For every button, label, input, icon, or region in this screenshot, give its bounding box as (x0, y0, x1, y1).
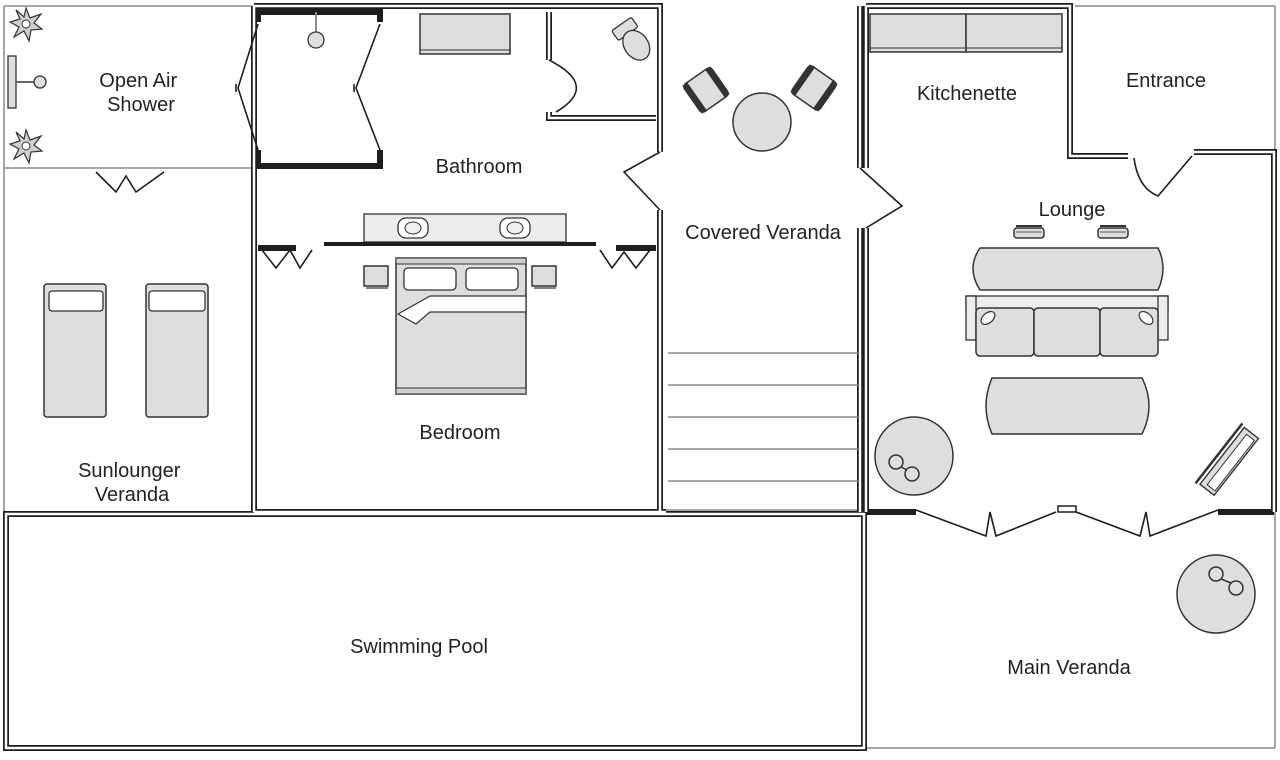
shower-icon (7, 55, 47, 109)
room-label-sunlounger-veranda: Sunlounger Veranda (78, 460, 186, 506)
chair-icon (682, 66, 730, 114)
room-label-covered-veranda: Covered Veranda (685, 222, 842, 244)
doors (95, 23, 1219, 538)
room-label-main-veranda: Main Veranda (1007, 657, 1131, 679)
wall-inner-lines (4, 4, 1276, 750)
table-icon (732, 92, 792, 152)
bathroom-cabinet (419, 13, 511, 55)
sink-icon (397, 217, 429, 239)
table-icon (1176, 554, 1256, 634)
room-label-bathroom: Bathroom (436, 156, 523, 178)
plant-icon (8, 127, 44, 165)
tv-icon (1194, 422, 1260, 497)
nightstand (363, 265, 389, 289)
bar-counter (972, 247, 1164, 291)
toilet-icon (611, 17, 651, 61)
glasses-icon (888, 454, 920, 482)
sofa-icon (965, 295, 1169, 357)
glasses-icon (1208, 566, 1244, 596)
room-label-open-air-shower: Open Air Shower (99, 70, 182, 116)
room-label-entrance: Entrance (1126, 70, 1206, 92)
vanity-counter (324, 213, 596, 246)
sink-icon (499, 217, 531, 239)
sun-lounger-icon (43, 283, 107, 418)
table-icon (874, 416, 954, 496)
shower-icon (307, 12, 325, 49)
coffee-table (985, 377, 1150, 435)
nightstand (531, 265, 557, 289)
room-label-bedroom: Bedroom (419, 422, 500, 444)
stairs (668, 352, 858, 482)
room-label-swimming-pool: Swimming Pool (350, 636, 488, 658)
kitchen-counter (869, 13, 1063, 53)
sun-lounger-icon (145, 283, 209, 418)
bar-stool (1097, 225, 1129, 239)
chair-icon (790, 64, 838, 112)
bar-stool (1013, 225, 1045, 239)
bed-icon (395, 257, 527, 395)
room-label-lounge: Lounge (1039, 199, 1106, 221)
plant-icon (8, 5, 44, 43)
room-label-kitchenette: Kitchenette (917, 83, 1017, 105)
